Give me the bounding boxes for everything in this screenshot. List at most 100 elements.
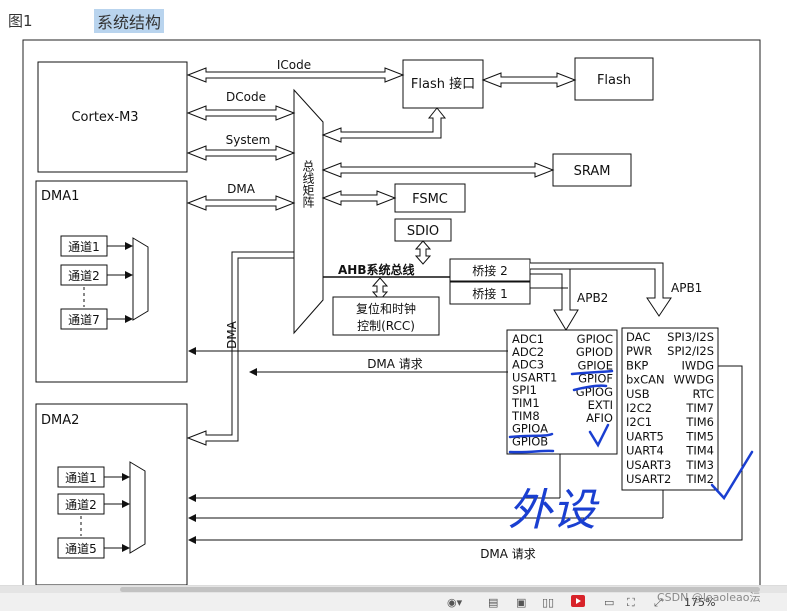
- peripheral-adc2: ADC2: [512, 345, 544, 359]
- check-mark-large: [710, 450, 754, 501]
- bridge1-label: 桥接 1: [472, 286, 507, 301]
- dma-request-label-1: DMA 请求: [367, 357, 423, 371]
- peripheral-gpioa: GPIOA: [512, 422, 548, 436]
- document-icon[interactable]: ▣: [516, 596, 527, 609]
- dma2-channels: 通道1 通道2 通道5: [57, 466, 130, 559]
- bus-matrix-label: 总线矩阵: [301, 160, 315, 209]
- peripheral-pwr: PWR: [626, 344, 652, 358]
- apb2-peripherals: [506, 329, 618, 455]
- peripheral-uart4: UART4: [626, 444, 664, 458]
- peripheral-usart3: USART3: [626, 458, 671, 472]
- play-icon[interactable]: [571, 595, 585, 607]
- single-page-icon[interactable]: ▭: [604, 596, 615, 609]
- dma1-label: DMA1: [41, 189, 79, 204]
- peripheral-uart5: UART5: [626, 429, 664, 443]
- underline-gpioa: [508, 432, 554, 439]
- peripheral-tim1: TIM1: [511, 396, 540, 410]
- icode-bus: [186, 67, 405, 83]
- peripheral-adc3: ADC3: [512, 358, 544, 372]
- peripheral-afio: AFIO: [586, 411, 613, 425]
- peripheral-spi3-i2s: SPI3/I2S: [667, 330, 714, 344]
- fit-width-icon[interactable]: ⛶: [627, 596, 635, 609]
- ahb-bus-label: AHB系统总线: [338, 262, 414, 277]
- viewer-statusbar: ◉▾ ▤ ▣ ▯▯ ▭ ⛶ ⤢ 175%: [0, 585, 787, 611]
- peripheral-usart2: USART2: [626, 472, 671, 486]
- underline-gpiog: [572, 384, 608, 392]
- scrollbar-thumb[interactable]: [120, 587, 760, 592]
- matrix-sram-bus: [321, 162, 555, 178]
- dma1-mux: [132, 237, 149, 321]
- two-page-icon[interactable]: ▯▯: [542, 596, 555, 609]
- rcc-label-line2: 控制(RCC): [357, 319, 415, 333]
- peripheral-tim4: TIM4: [685, 444, 714, 458]
- horizontal-scrollbar[interactable]: [0, 586, 787, 593]
- apb2-label: APB2: [577, 291, 608, 305]
- underline-gpiob: [508, 449, 555, 454]
- peripheral-tim8: TIM8: [511, 409, 540, 423]
- sdio-label: SDIO: [407, 224, 439, 239]
- apb1-label: APB1: [671, 281, 702, 295]
- fullscreen-icon[interactable]: ⤢: [654, 596, 663, 609]
- dma-channel-label: 通道2: [65, 498, 97, 512]
- dma-request-line-4: [188, 365, 743, 544]
- flash-label: Flash: [597, 73, 631, 88]
- peripheral-bxcan: bxCAN: [626, 373, 665, 387]
- peripheral-gpiod: GPIOD: [576, 345, 613, 359]
- fsmc-label: FSMC: [412, 192, 448, 207]
- dma2-mux: [129, 461, 146, 554]
- peripheral-wwdg: WWDG: [673, 373, 714, 387]
- dma-channel-label: 通道1: [65, 471, 97, 485]
- peripheral-i2c2: I2C2: [626, 401, 652, 415]
- peripheral-usart1: USART1: [512, 370, 557, 384]
- peripheral-adc1: ADC1: [512, 332, 544, 346]
- dma-channel-label: 通道1: [68, 240, 100, 254]
- cortex-m3-block: [37, 61, 188, 173]
- check-mark-small: [588, 423, 610, 448]
- bus-matrix: [293, 88, 324, 335]
- zoom-level[interactable]: 175%: [684, 596, 716, 609]
- peripheral-tim6: TIM6: [685, 415, 714, 429]
- flash-interface-label: Flash 接口: [411, 76, 475, 92]
- peripheral-tim3: TIM3: [685, 458, 714, 472]
- apb1-line: [530, 262, 672, 317]
- peripheral-tim5: TIM5: [685, 429, 714, 443]
- dma-bus: [186, 195, 296, 211]
- cortex-m3-label: Cortex-M3: [71, 110, 138, 125]
- dma-channel-label: 通道5: [65, 542, 97, 556]
- system-bus: [186, 145, 296, 161]
- rcc-label-line1: 复位和时钟: [356, 301, 416, 316]
- dma-request-label-2: DMA 请求: [480, 547, 536, 561]
- page-view-icon[interactable]: ▤: [488, 596, 499, 609]
- flash-interface-block: [402, 59, 484, 109]
- apb1-peripherals: [621, 327, 719, 491]
- dma-bus-label: DMA: [227, 182, 256, 196]
- apb2-arrow: [529, 267, 579, 331]
- bridge2-label: 桥接 2: [472, 263, 507, 278]
- apb1-left-list: DACPWRBKPbxCANUSBI2C2I2C1UART5UART4USART…: [626, 330, 671, 486]
- peripheral-tim7: TIM7: [685, 401, 714, 415]
- icode-label: ICode: [277, 58, 311, 72]
- underline-gpioe: [570, 369, 614, 376]
- figure-number: 图1: [8, 12, 33, 30]
- outer-frame: [22, 39, 761, 585]
- eye-icon[interactable]: ◉▾: [447, 596, 463, 609]
- figure-caption: 系统结构: [94, 9, 165, 33]
- peripheral-usb: USB: [626, 387, 650, 401]
- peripheral-tim2: TIM2: [685, 472, 714, 486]
- matrix-fsmc-bus: [321, 190, 397, 206]
- handwritten-annotations: [508, 369, 754, 501]
- apb1-right-list: SPI3/I2SSPI2/I2SIWDGWWDGRTCTIM7TIM6TIM5T…: [667, 330, 714, 486]
- sdio-link: [414, 240, 432, 265]
- rcc-block: [332, 296, 440, 336]
- system-architecture-diagram: Cortex-M3 Flash 接口 Flash SRAM FSMC SDIO …: [22, 39, 761, 585]
- dma-vertical-label: DMA: [225, 320, 239, 349]
- sram-label: SRAM: [574, 164, 611, 179]
- flash-link: [481, 72, 577, 88]
- dma2-label: DMA2: [41, 413, 79, 428]
- dma-channel-label: 通道7: [68, 313, 100, 327]
- dcode-label: DCode: [226, 90, 266, 104]
- peripheral-gpioc: GPIOC: [577, 332, 613, 346]
- peripheral-dac: DAC: [626, 330, 650, 344]
